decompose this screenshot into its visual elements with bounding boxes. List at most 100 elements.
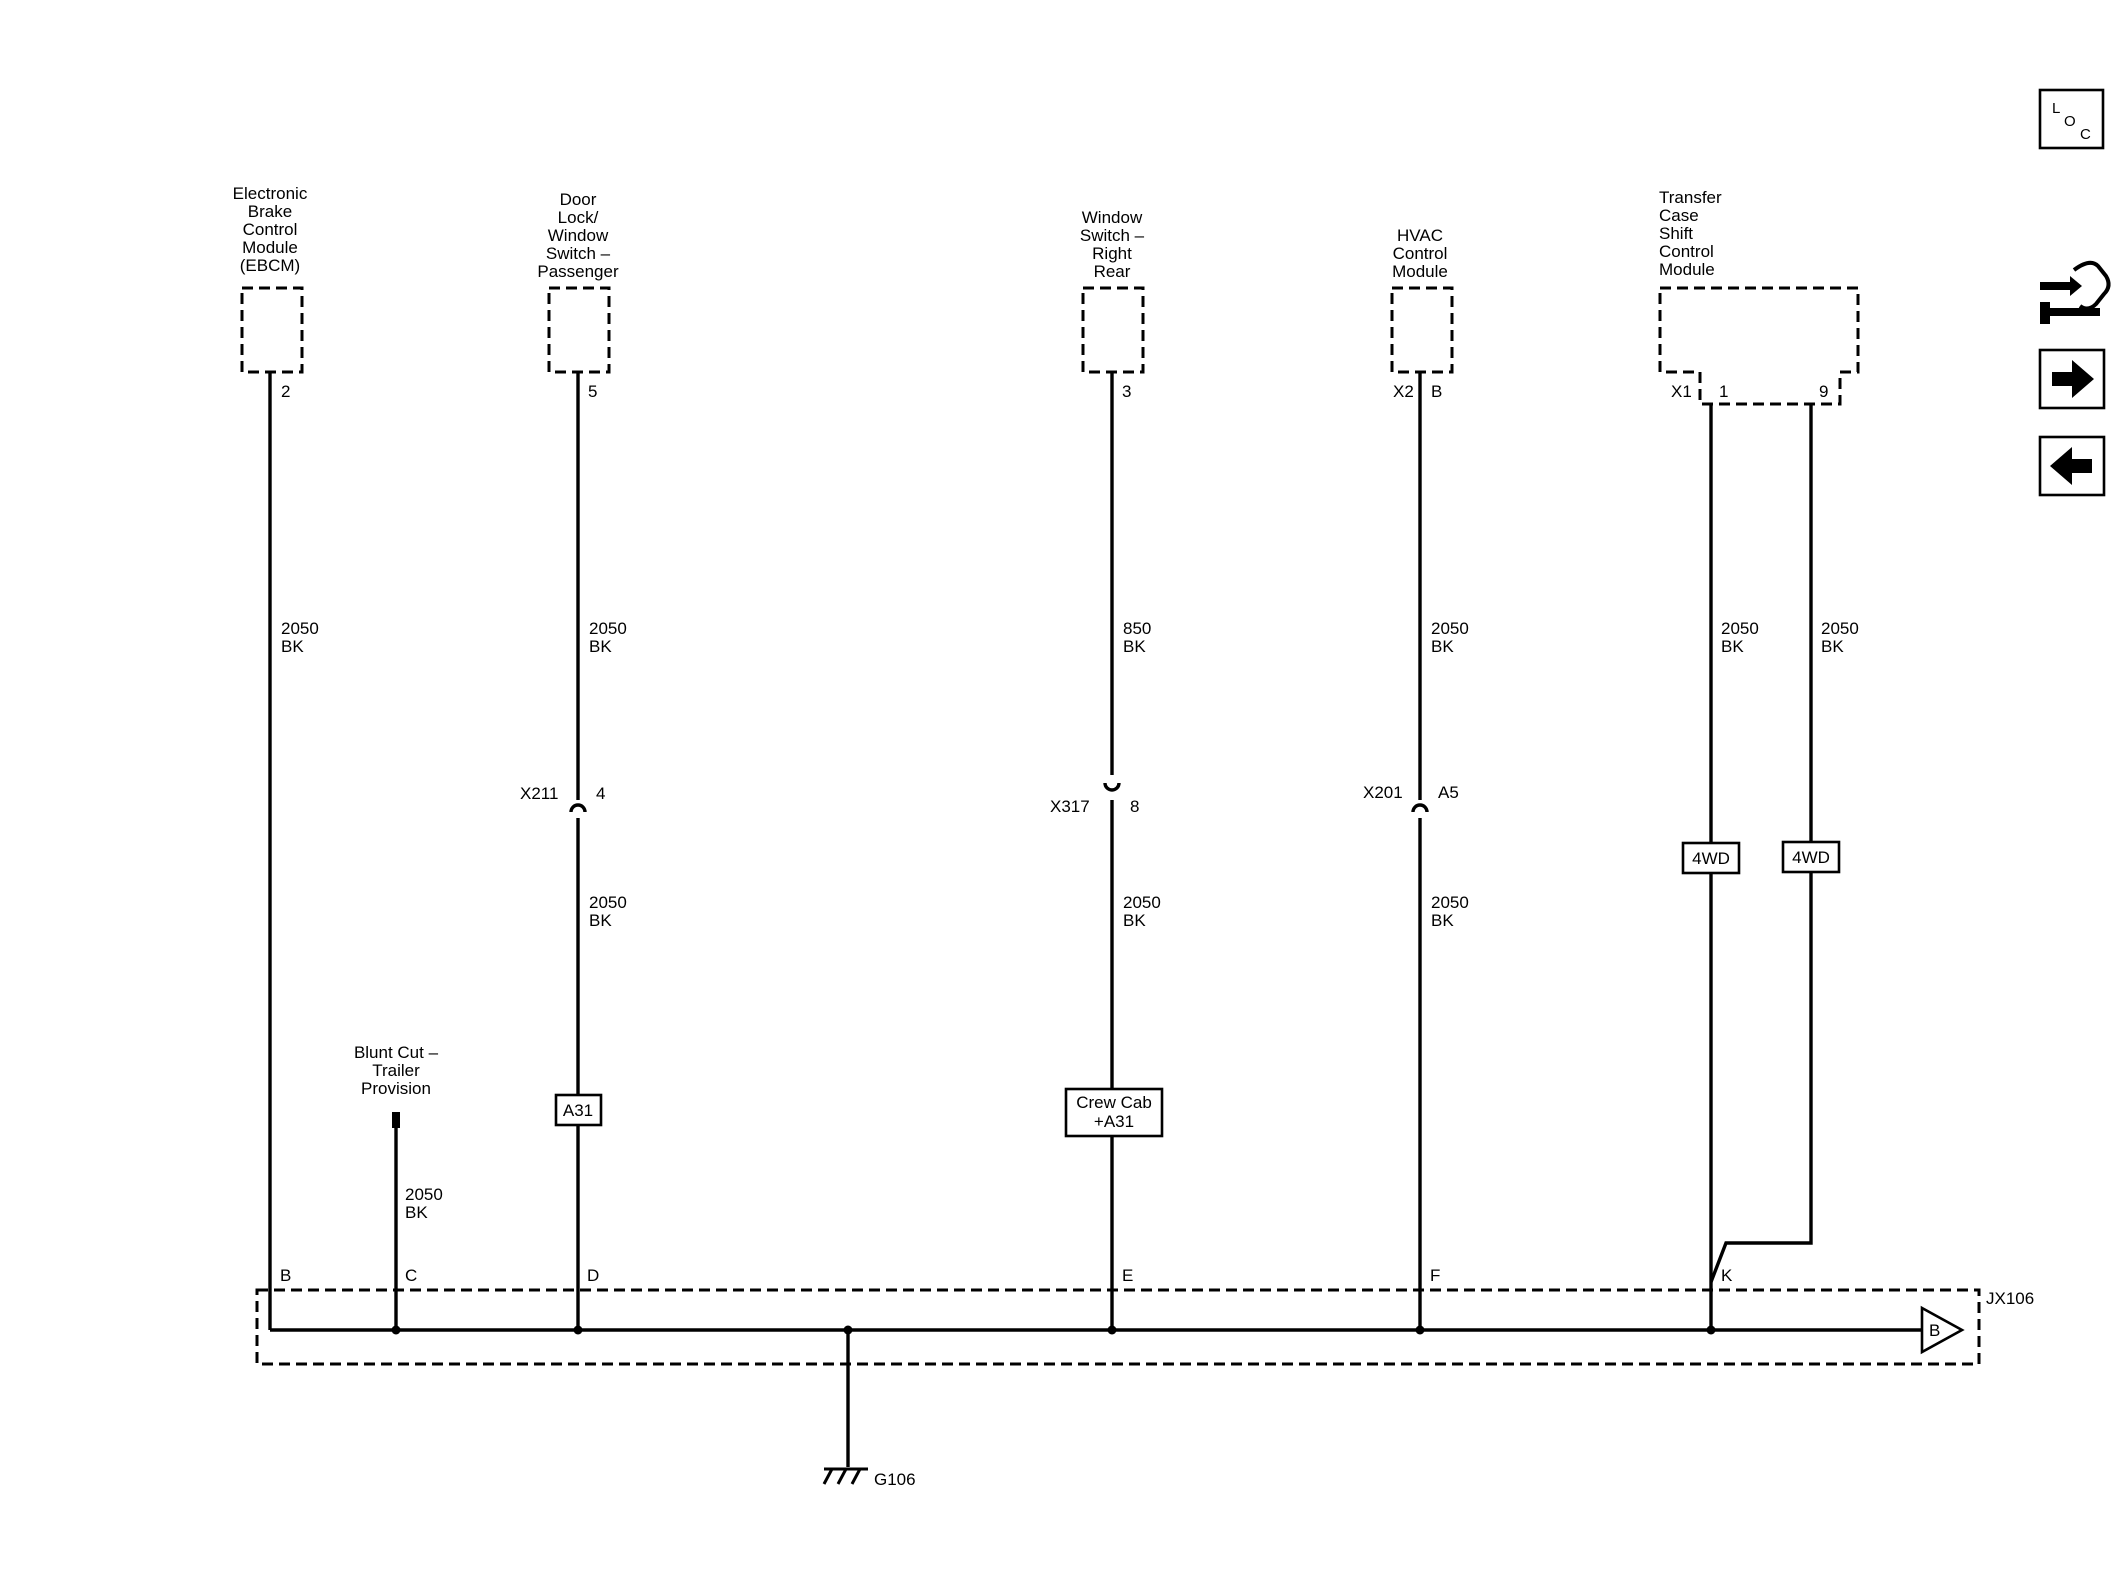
door-lock-switch-box bbox=[547, 286, 611, 374]
svg-text:Blunt Cut –: Blunt Cut – bbox=[354, 1043, 439, 1062]
svg-text:Control: Control bbox=[1393, 244, 1448, 263]
splice-pin-b: B bbox=[280, 1266, 291, 1285]
splice-arrow bbox=[1920, 1305, 1965, 1355]
svg-text:BK: BK bbox=[281, 637, 304, 656]
svg-text:Rear: Rear bbox=[1094, 262, 1131, 281]
pin-window-switch: 3 bbox=[1122, 382, 1131, 401]
svg-text:Window: Window bbox=[548, 226, 609, 245]
splice-pin-d: D bbox=[587, 1266, 599, 1285]
svg-text:HVAC: HVAC bbox=[1397, 226, 1443, 245]
svg-text:Transfer: Transfer bbox=[1659, 188, 1722, 207]
svg-text:Control: Control bbox=[243, 220, 298, 239]
splice-pin-k: K bbox=[1721, 1266, 1733, 1285]
svg-text:BK: BK bbox=[1821, 637, 1844, 656]
door-lock-switch-label: Door Lock/ Window Switch – Passenger bbox=[537, 190, 619, 281]
transfer-case-label: Transfer Case Shift Control Module bbox=[1659, 188, 1722, 279]
svg-text:Crew Cab: Crew Cab bbox=[1076, 1093, 1152, 1112]
svg-text:Trailer: Trailer bbox=[372, 1061, 420, 1080]
svg-text:BK: BK bbox=[1431, 637, 1454, 656]
svg-text:4WD: 4WD bbox=[1692, 849, 1730, 868]
option-4wd-2: 4WD bbox=[1781, 840, 1841, 874]
inline-connector-x317: X317 8 bbox=[1050, 782, 1139, 816]
prev-button[interactable] bbox=[2038, 435, 2106, 497]
svg-text:Module: Module bbox=[242, 238, 298, 257]
ebcm-box bbox=[240, 286, 304, 374]
pin-tccm-1: 1 bbox=[1719, 382, 1728, 401]
svg-text:Module: Module bbox=[1392, 262, 1448, 281]
svg-text:A31: A31 bbox=[563, 1101, 593, 1120]
pin-ebcm: 2 bbox=[281, 382, 290, 401]
pin-door-lock: 5 bbox=[588, 382, 597, 401]
option-a31: A31 bbox=[554, 1093, 603, 1127]
pin-hvac: B bbox=[1431, 382, 1442, 401]
splice-junction-dots bbox=[391, 1325, 1716, 1335]
svg-text:2050: 2050 bbox=[1821, 619, 1859, 638]
svg-text:X211: X211 bbox=[520, 784, 558, 803]
blunt-cut-label: Blunt Cut – Trailer Provision bbox=[354, 1043, 439, 1098]
pin-tccm-9: 9 bbox=[1819, 382, 1828, 401]
svg-text:2050: 2050 bbox=[1431, 619, 1469, 638]
svg-text:(EBCM): (EBCM) bbox=[240, 256, 300, 275]
left-arrow-icon bbox=[2050, 447, 2092, 485]
splice-name: JX106 bbox=[1986, 1289, 2034, 1308]
svg-text:Lock/: Lock/ bbox=[558, 208, 599, 227]
svg-text:Window: Window bbox=[1082, 208, 1143, 227]
svg-text:Shift: Shift bbox=[1659, 224, 1693, 243]
svg-text:2050: 2050 bbox=[1721, 619, 1759, 638]
splice-pack-box bbox=[255, 1288, 1981, 1366]
svg-text:BK: BK bbox=[589, 911, 612, 930]
next-button[interactable] bbox=[2038, 348, 2106, 410]
svg-text:+A31: +A31 bbox=[1094, 1112, 1134, 1131]
hvac-box bbox=[1390, 286, 1454, 374]
connector-icon[interactable] bbox=[2040, 260, 2111, 324]
svg-text:BK: BK bbox=[1123, 911, 1146, 930]
ground-icon bbox=[822, 1467, 868, 1485]
hvac-label: HVAC Control Module bbox=[1392, 226, 1448, 281]
inline-connector-x211: X211 4 bbox=[520, 784, 605, 813]
svg-text:X317: X317 bbox=[1050, 797, 1090, 816]
splice-pin-e: E bbox=[1122, 1266, 1133, 1285]
svg-text:A5: A5 bbox=[1438, 783, 1459, 802]
svg-text:8: 8 bbox=[1130, 797, 1139, 816]
svg-text:Electronic: Electronic bbox=[233, 184, 308, 203]
ebcm-label: Electronic Brake Control Module (EBCM) bbox=[233, 184, 308, 275]
svg-text:4: 4 bbox=[596, 784, 605, 803]
svg-text:BK: BK bbox=[1123, 637, 1146, 656]
svg-text:Control: Control bbox=[1659, 242, 1714, 261]
option-4wd-1: 4WD bbox=[1681, 841, 1741, 875]
svg-text:BK: BK bbox=[405, 1203, 428, 1222]
svg-text:850: 850 bbox=[1123, 619, 1151, 638]
svg-text:BK: BK bbox=[589, 637, 612, 656]
svg-text:2050: 2050 bbox=[589, 619, 627, 638]
transfer-case-box bbox=[1658, 286, 1860, 406]
splice-pin-c: C bbox=[405, 1266, 417, 1285]
svg-text:2050: 2050 bbox=[405, 1185, 443, 1204]
connector-tccm: X1 bbox=[1671, 382, 1692, 401]
ground-label: G106 bbox=[874, 1470, 916, 1489]
svg-text:2050: 2050 bbox=[589, 893, 627, 912]
blunt-cut-stub bbox=[392, 1112, 400, 1128]
loc-letter-o: O bbox=[2064, 113, 2076, 130]
loc-button[interactable]: L O C bbox=[2038, 88, 2105, 150]
wire-tccm-9 bbox=[1709, 404, 1813, 1283]
svg-text:BK: BK bbox=[1721, 637, 1744, 656]
svg-text:Brake: Brake bbox=[248, 202, 292, 221]
svg-text:BK: BK bbox=[1431, 911, 1454, 930]
splice-pin-f: F bbox=[1430, 1266, 1440, 1285]
loc-letter-c: C bbox=[2080, 126, 2091, 143]
svg-text:X201: X201 bbox=[1363, 783, 1403, 802]
loc-letter-l: L bbox=[2052, 100, 2060, 117]
option-crew-cab: Crew Cab +A31 bbox=[1064, 1087, 1164, 1138]
svg-text:4WD: 4WD bbox=[1792, 848, 1830, 867]
